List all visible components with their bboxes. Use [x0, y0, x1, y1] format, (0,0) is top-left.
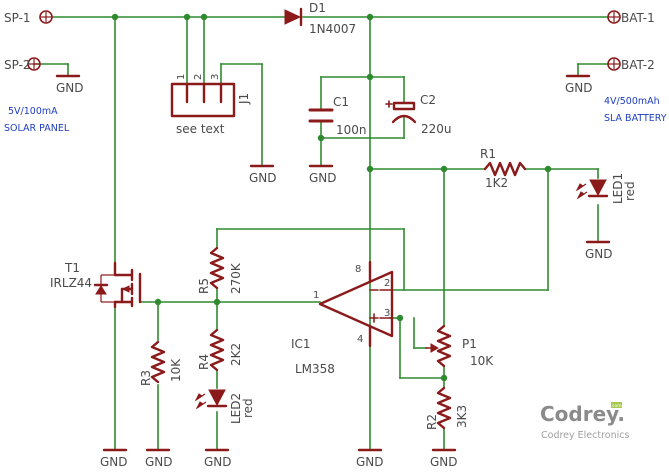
- gnd-label: GND: [56, 81, 84, 95]
- resistor-r3: R3 10K: [139, 340, 183, 386]
- c2-value: 220u: [421, 122, 452, 136]
- resistor-r1: R1 1K2: [480, 147, 527, 190]
- capacitor-c1: C1 100n: [308, 95, 367, 137]
- r4-value: 2K2: [229, 343, 243, 366]
- mosfet-t1: T1 IRLZ44: [50, 261, 142, 309]
- gnd-label: GND: [565, 81, 593, 95]
- c1-value: 100n: [336, 123, 367, 137]
- battery-name-note: SLA BATTERY: [604, 113, 667, 124]
- ic1-ref: IC1: [291, 337, 311, 351]
- j1-pin-label: 1: [176, 74, 187, 80]
- port-sp1[interactable]: SP-1: [4, 10, 53, 25]
- r2-ref: R2: [425, 414, 439, 430]
- logo-badge-icon: [611, 402, 622, 408]
- port-label: BAT-2: [621, 58, 655, 72]
- p1-value: 10K: [470, 354, 494, 368]
- ic1-pin-label: 2: [384, 278, 390, 289]
- p1-ref: P1: [462, 337, 477, 351]
- gnd-label: GND: [100, 455, 128, 469]
- diode-d1: D1 1N4007: [284, 1, 356, 36]
- connector-j1: 1 2 3 see text J1: [170, 74, 251, 136]
- r2-value: 3K3: [455, 405, 469, 428]
- port-sp2[interactable]: SP-2: [4, 57, 41, 72]
- gnd-label: GND: [430, 455, 458, 469]
- ic1-pin-label: 1: [313, 290, 319, 301]
- r4-ref: R4: [197, 354, 211, 370]
- port-label: SP-2: [4, 58, 31, 72]
- ic1-pin-label: 3: [384, 308, 390, 319]
- wires: [33, 16, 609, 451]
- led1-value: red: [623, 181, 637, 201]
- led-led2: LED2 red: [194, 389, 255, 424]
- potentiometer-p1: P1 10K: [425, 324, 494, 368]
- solar-name-note: SOLAR PANEL: [4, 123, 70, 134]
- led-led1: LED1 red: [575, 173, 637, 204]
- r5-value: 270K: [229, 262, 243, 294]
- gnd-label: GND: [585, 247, 613, 261]
- led1-ref: LED1: [611, 173, 625, 204]
- t1-value: IRLZ44: [50, 276, 92, 290]
- capacitor-c2: C2 220u: [385, 93, 452, 136]
- resistor-r4: R4 2K2: [197, 328, 243, 372]
- r3-value: 10K: [169, 358, 183, 382]
- ground-labels: GND GND GND GND GND GND GND GND GND GND: [56, 81, 613, 469]
- j1-value: see text: [176, 122, 225, 136]
- led2-value: red: [241, 398, 255, 418]
- resistor-r2: R2 3K3: [425, 386, 469, 430]
- led2-ref: LED2: [229, 393, 243, 424]
- gnd-label: GND: [309, 171, 337, 185]
- j1-pin-label: 3: [210, 74, 221, 80]
- gnd-label: GND: [356, 455, 384, 469]
- junctions: [111, 13, 552, 382]
- t1-ref: T1: [64, 261, 80, 275]
- opamp-ic1: 8 2 3 1 4 IC1 LM358: [291, 260, 394, 376]
- ic1-pin-label: 4: [357, 334, 363, 345]
- ic1-value: LM358: [295, 362, 335, 376]
- r1-value: 1K2: [485, 176, 508, 190]
- j1-ref: J1: [237, 93, 251, 105]
- r1-ref: R1: [480, 147, 496, 161]
- c1-ref: C1: [333, 95, 349, 109]
- brand-logo: Codrey. com Codrey Electronics: [540, 402, 629, 441]
- logo-badge: com: [612, 404, 622, 409]
- r5-ref: R5: [197, 278, 211, 294]
- d1-ref: D1: [309, 1, 326, 15]
- logo-name: Codrey.: [540, 402, 625, 426]
- port-bat1[interactable]: BAT-1: [607, 10, 655, 25]
- ic1-pin-label: 8: [355, 264, 361, 275]
- solar-spec-note: 5V/100mA: [8, 106, 58, 117]
- resistor-r5: R5 270K: [197, 246, 243, 294]
- r3-ref: R3: [139, 370, 153, 386]
- port-bat2[interactable]: BAT-2: [607, 57, 655, 72]
- gnd-label: GND: [204, 455, 232, 469]
- c2-ref: C2: [420, 93, 436, 107]
- gnd-label: GND: [145, 455, 173, 469]
- j1-pin-label: 2: [193, 74, 204, 80]
- gnd-label: GND: [249, 171, 277, 185]
- ground-symbols: [55, 74, 611, 452]
- logo-tagline: Codrey Electronics: [541, 430, 629, 441]
- battery-spec-note: 4V/500mAh: [604, 96, 660, 107]
- port-label: BAT-1: [621, 11, 655, 25]
- port-label: SP-1: [4, 11, 31, 25]
- d1-value: 1N4007: [309, 22, 356, 36]
